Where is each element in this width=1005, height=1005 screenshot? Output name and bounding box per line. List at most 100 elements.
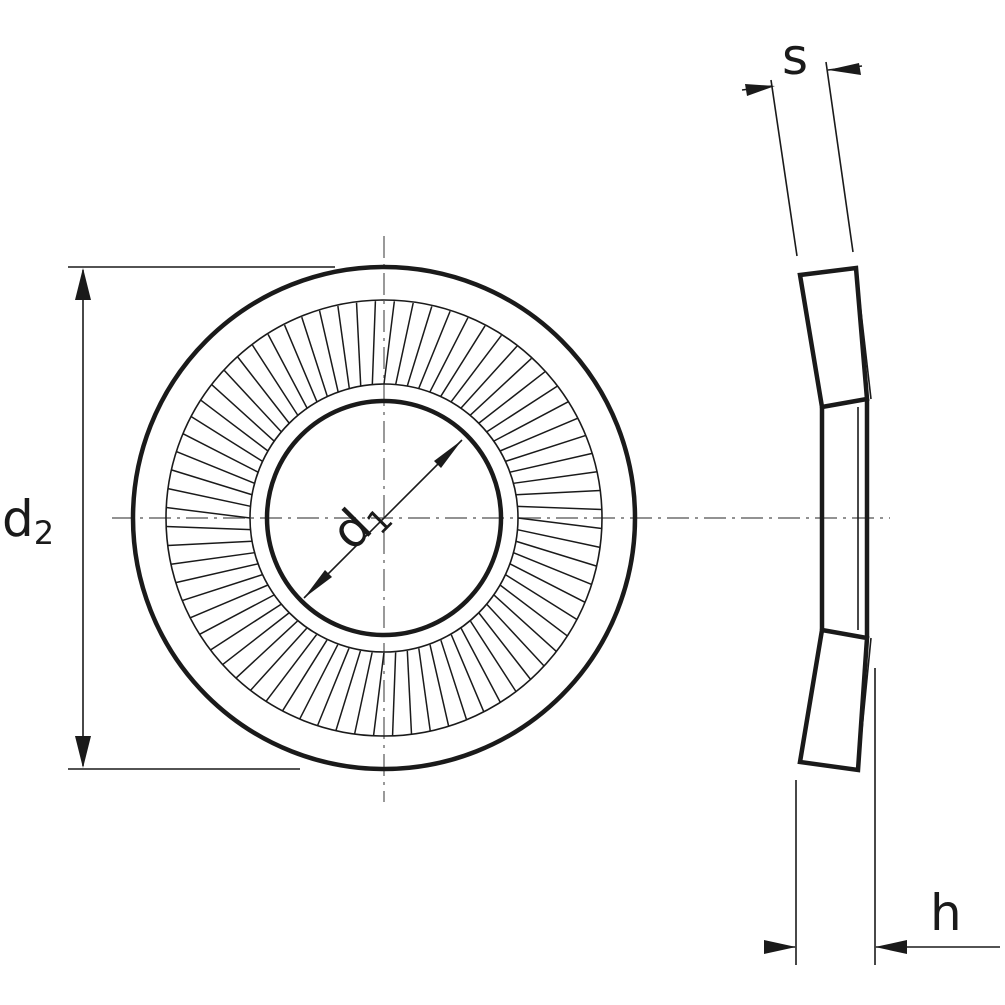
serration-tooth <box>176 450 255 485</box>
serration-tooth <box>222 612 290 666</box>
serration-tooth <box>316 647 351 726</box>
d2-dimension: d2 <box>2 266 335 770</box>
serration-tooth <box>166 506 251 519</box>
serration-tooth <box>337 304 351 389</box>
serration-tooth <box>223 369 282 433</box>
serration-teeth <box>166 301 602 736</box>
serration-tooth <box>211 383 275 442</box>
serration-tooth <box>267 333 308 409</box>
s-extension-left <box>770 79 798 257</box>
d1-dimension-line <box>303 439 463 599</box>
serration-tooth <box>353 651 374 735</box>
d2-arrow-top <box>75 268 91 300</box>
serration-tooth <box>478 612 532 680</box>
serration-tooth <box>236 356 290 424</box>
side-section-view <box>797 265 872 773</box>
serration-tooth <box>383 301 396 385</box>
bore-chamfer-bottom <box>857 637 872 771</box>
serration-tooth <box>166 525 251 531</box>
serration-tooth <box>486 385 558 433</box>
serration-tooth <box>406 305 433 387</box>
serration-tooth <box>460 345 519 409</box>
serration-tooth <box>439 639 468 720</box>
serration-tooth <box>505 573 578 621</box>
serration-tooth <box>391 651 397 736</box>
serration-tooth <box>439 324 487 397</box>
serration-tooth <box>517 528 601 549</box>
section-bottom-half <box>797 627 870 773</box>
h-arrow-right <box>875 940 907 954</box>
serration-tooth <box>517 505 602 511</box>
d1-arrow-top <box>434 440 462 468</box>
serration-tooth <box>486 603 545 667</box>
serration-tooth <box>283 323 318 403</box>
serration-tooth <box>190 415 263 463</box>
serration-tooth <box>515 489 601 496</box>
serration-tooth <box>189 584 269 619</box>
s-dimension: s <box>741 28 863 257</box>
serration-tooth <box>429 316 469 393</box>
d1-label: d1 <box>320 483 401 564</box>
serration-tooth <box>493 594 557 653</box>
s-extension-right <box>825 61 854 253</box>
teeth-outer-circle <box>165 299 603 737</box>
serration-tooth <box>499 584 568 637</box>
serration-tooth <box>182 433 259 473</box>
serration-tooth <box>200 399 269 452</box>
serration-tooth <box>450 334 503 403</box>
h-label: h <box>930 884 962 942</box>
d2-label: d2 <box>2 490 54 552</box>
serration-tooth <box>199 594 275 635</box>
s-arrow-left <box>745 84 775 96</box>
serration-tooth <box>517 517 602 530</box>
serration-tooth <box>167 540 253 547</box>
d1-arrow-bottom <box>304 570 332 598</box>
serration-tooth <box>417 647 431 732</box>
serration-tooth <box>509 563 586 603</box>
s-arrow-right <box>828 63 861 75</box>
serration-tooth <box>450 633 485 713</box>
serration-tooth <box>478 370 546 424</box>
serration-tooth <box>182 573 263 602</box>
serration-tooth <box>493 401 569 442</box>
serration-tooth <box>335 649 362 731</box>
serration-tooth <box>170 551 255 565</box>
serration-tooth <box>235 620 299 679</box>
bore-circle <box>264 398 504 638</box>
serration-tooth <box>355 301 362 387</box>
bore-chamfer-top <box>855 267 872 400</box>
serration-tooth <box>299 643 339 720</box>
serration-tooth <box>509 452 593 473</box>
serration-tooth <box>251 344 299 416</box>
serration-tooth <box>515 540 597 567</box>
serration-tooth <box>394 301 415 385</box>
front-view: d2 d1 <box>2 236 890 802</box>
serration-tooth <box>460 627 501 703</box>
s-label: s <box>782 28 808 86</box>
h-dimension: h <box>764 668 1000 965</box>
h-arrow-left <box>764 940 796 954</box>
section-top-half <box>797 265 870 410</box>
d1-dimension: d1 <box>303 439 463 599</box>
serration-tooth <box>513 471 598 485</box>
outer-circle <box>130 264 638 772</box>
serration-tooth <box>372 651 385 736</box>
serration-tooth <box>406 649 413 735</box>
serration-tooth <box>171 469 253 496</box>
serration-tooth <box>167 487 251 508</box>
serration-tooth <box>300 316 329 397</box>
serration-tooth <box>371 301 377 385</box>
serration-tooth <box>505 434 586 463</box>
serration-tooth <box>210 603 282 651</box>
serration-tooth <box>175 563 259 584</box>
serration-tooth <box>265 633 318 702</box>
d2-arrow-bottom <box>75 736 91 768</box>
serration-tooth <box>469 620 517 692</box>
serration-tooth <box>499 417 579 452</box>
serration-tooth <box>429 643 450 727</box>
serration-tooth <box>281 639 329 712</box>
serration-tooth <box>417 310 452 389</box>
serration-tooth <box>249 627 308 691</box>
serration-tooth <box>513 551 592 586</box>
